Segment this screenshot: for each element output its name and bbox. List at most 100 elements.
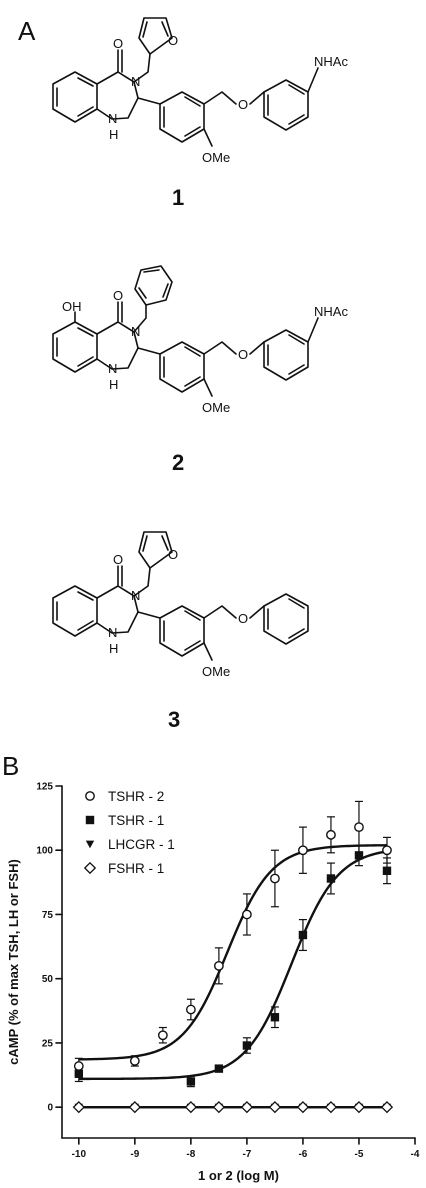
structure-2: OH O N N H O OMe NHAc 2: [52, 265, 348, 475]
benzo-ring: [52, 71, 98, 123]
legend-label: TSHR - 1: [108, 813, 164, 828]
atom-n3: N: [131, 588, 140, 603]
atom-n1: N: [108, 625, 117, 640]
benzyl-chain: [133, 304, 147, 333]
y-tick-label: 125: [36, 782, 53, 793]
x-tick-label: -7: [242, 1149, 251, 1160]
atom-ether-o: O: [238, 97, 248, 112]
legend-marker: [85, 791, 95, 801]
data-point: [324, 1101, 338, 1114]
compound-label-3: 3: [168, 707, 180, 732]
atom-furan-o: O: [168, 33, 178, 48]
compound-label-1: 1: [172, 185, 184, 210]
data-point: [352, 1101, 366, 1114]
furan-ring: [138, 531, 173, 569]
furylmethyl-chain: [133, 53, 151, 83]
legend-label: LHCGR - 1: [108, 837, 175, 852]
data-point: [242, 1041, 252, 1050]
fit-curves: [78, 844, 388, 1109]
data-point: [157, 1030, 168, 1041]
data-point: [354, 822, 364, 833]
x-tick-label: -8: [186, 1149, 195, 1160]
atom-nhac: NHAc: [314, 54, 348, 69]
atom-nh-h: H: [109, 127, 118, 142]
atom-ome: OMe: [202, 664, 230, 679]
structure-1: O N N H O O OMe NHAc 1: [52, 17, 348, 210]
data-points: [72, 800, 394, 1114]
legend-marker: [85, 840, 95, 849]
legend-label: FSHR - 1: [108, 861, 164, 876]
data-point: [128, 1101, 141, 1114]
data-point: [296, 1101, 310, 1114]
data-point: [184, 1101, 197, 1114]
benzyloxy-chain: [203, 341, 237, 355]
atom-carbonyl-o: O: [113, 36, 123, 51]
structure-3: O N N H O O OMe 3: [52, 531, 309, 732]
data-point: [380, 1101, 394, 1114]
atom-ome: OMe: [202, 150, 230, 165]
methoxyphenyl-ring: [159, 605, 205, 657]
benzo-ring: [52, 585, 98, 637]
data-point: [298, 930, 308, 940]
atom-oh: OH: [62, 299, 82, 314]
y-axis-title: cAMP (% of max TSH, LH or FSH): [6, 859, 21, 1065]
y-tick-label: 25: [42, 1038, 54, 1049]
atom-n1: N: [108, 111, 117, 126]
data-point: [129, 1056, 140, 1066]
x-tick-label: -4: [411, 1149, 420, 1160]
data-point: [240, 1101, 254, 1114]
atom-furan-o: O: [168, 547, 178, 562]
x-tick-label: -6: [298, 1149, 307, 1160]
acetamidophenyl-ring: [263, 79, 309, 131]
y-tick-label: 0: [47, 1103, 53, 1114]
data-point: [270, 1013, 280, 1022]
axis-ticks: -10 -9 -8 -7 -6 -5 -4 0 25 50 75 100 125: [36, 782, 420, 1161]
fit-curve: [78, 844, 387, 1061]
data-point: [186, 1077, 196, 1086]
legend-marker: [85, 815, 95, 825]
data-point: [354, 851, 364, 860]
data-point: [382, 866, 392, 875]
benzyloxy-chain: [203, 605, 237, 619]
data-point: [270, 873, 280, 884]
atom-ome: OMe: [202, 400, 230, 415]
x-axis-title: 1 or 2 (log M): [198, 1168, 279, 1183]
data-point: [185, 1004, 196, 1015]
x-tick-label: -10: [72, 1149, 87, 1160]
data-point: [242, 909, 252, 920]
atom-n1: N: [108, 361, 117, 376]
atom-n3: N: [131, 74, 140, 89]
methoxyphenyl-ring: [159, 341, 205, 393]
x-tick-label: -9: [130, 1149, 139, 1160]
y-tick-label: 75: [42, 910, 54, 921]
furylmethyl-chain: [133, 567, 151, 597]
atom-carbonyl-o: O: [113, 552, 123, 567]
acetamidophenyl-ring: [263, 329, 309, 381]
data-point: [298, 845, 308, 856]
data-point: [326, 874, 336, 883]
benzyloxy-chain: [203, 91, 237, 105]
legend-marker: [83, 861, 97, 875]
data-point: [214, 1064, 224, 1073]
methoxyphenyl-ring: [159, 91, 205, 143]
data-point: [72, 1101, 85, 1114]
y-tick-label: 100: [36, 846, 53, 857]
data-point: [268, 1101, 282, 1114]
data-point: [213, 960, 224, 971]
atom-ether-o: O: [238, 347, 248, 362]
atom-nhac: NHAc: [314, 304, 348, 319]
x-tick-label: -5: [355, 1149, 364, 1160]
fit-curve: [78, 850, 388, 1081]
panel-b-label: B: [2, 751, 19, 781]
y-tick-label: 50: [42, 974, 54, 985]
atom-ether-o: O: [238, 611, 248, 626]
data-point: [326, 829, 336, 840]
compound-label-2: 2: [172, 450, 184, 475]
benzo-ring: [52, 321, 98, 373]
data-point: [382, 845, 392, 856]
data-point: [73, 1061, 84, 1071]
atom-nh-h: H: [109, 377, 118, 392]
